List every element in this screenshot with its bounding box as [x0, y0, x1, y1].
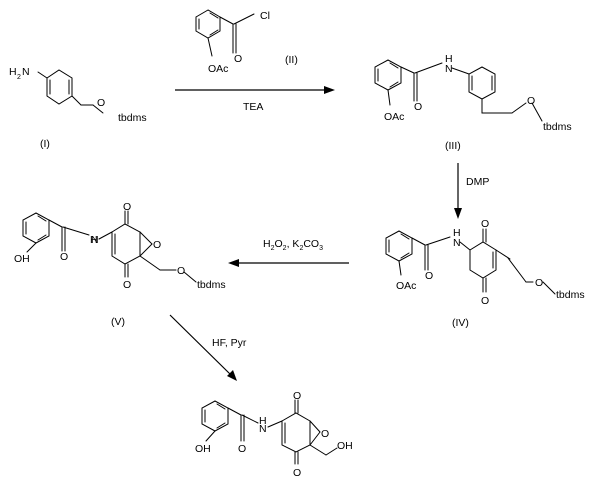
compound-v-amide-h: H: [90, 234, 98, 246]
compound-v-label: (V): [111, 316, 125, 328]
compound-i-oxygen: O: [97, 97, 105, 109]
compound-ii-structure: Cl O OAc (II): [195, 9, 298, 75]
product-ketone-o-bottom: O: [293, 467, 301, 479]
compound-iii-structure: H N O OAc O tbdms (III): [374, 53, 572, 152]
arrow-step-1: TEA: [175, 86, 335, 113]
final-product-structure: H N O OH O O O OH: [195, 390, 353, 479]
compound-ii-acetoxy: OAc: [208, 63, 228, 75]
compound-iii-acetoxy: OAc: [384, 111, 404, 123]
compound-i-structure: H 2 N O tbdms (I): [9, 66, 147, 150]
product-epoxide-o: O: [321, 428, 329, 440]
compound-v-amide-n: N: [91, 234, 99, 246]
compound-iii-carbonyl-o: O: [414, 101, 422, 113]
compound-i-amine-n: N: [22, 66, 30, 78]
compound-v-ketone-o-bottom: O: [123, 279, 131, 291]
compound-v-silyl: tbdms: [197, 279, 226, 291]
compound-v-ketone-o-top: O: [123, 201, 131, 213]
reagent-step-4: HF, Pyr: [212, 337, 247, 349]
compound-v-carbonyl-o: O: [60, 251, 68, 263]
arrow-step-3: H2O2, K2CO3: [228, 238, 349, 267]
compound-iv-amide-n: N: [453, 237, 461, 249]
compound-ii-chloride: Cl: [260, 10, 270, 22]
arrow-step-2: DMP: [454, 163, 489, 219]
reagent-step-3: H2O2, K2CO3: [263, 238, 323, 252]
compound-i-amine-h: H: [9, 66, 17, 78]
compound-iv-quinone-o-top: O: [481, 218, 489, 230]
compound-iv-quinone-o-bottom: O: [481, 295, 489, 307]
product-hydroxy: OH: [195, 443, 211, 455]
product-carbonyl-o: O: [238, 443, 246, 455]
compound-iv-amide-h: H: [453, 227, 461, 239]
compound-iv-structure: H N O OAc O O O tbdms (IV): [385, 218, 585, 329]
compound-iv-acetoxy: OAc: [396, 280, 416, 292]
compound-iii-silyl: tbdms: [543, 121, 572, 133]
product-ketone-o-top: O: [293, 390, 301, 402]
reagent-step-1: TEA: [243, 101, 263, 113]
compound-iii-label: (III): [445, 140, 461, 152]
compound-i-label: (I): [40, 138, 50, 150]
reagent-step-2: DMP: [466, 176, 489, 188]
compound-iv-label: (IV): [452, 317, 469, 329]
compound-iii-amide-h: H: [445, 53, 453, 65]
product-amide-h: H: [259, 415, 267, 427]
compound-v-hydroxy: OH: [14, 253, 30, 265]
compound-i-amine-subscript: 2: [17, 74, 21, 81]
compound-v-structure: H N O OH O O O O tbdms (V): [14, 201, 226, 328]
compound-ii-label: (II): [285, 54, 298, 66]
arrow-step-4: HF, Pyr: [169, 314, 247, 381]
compound-iv-silyl: tbdms: [556, 289, 585, 301]
compound-iv-carbonyl-o: O: [425, 270, 433, 282]
compound-iii-ether-o: O: [527, 95, 535, 107]
compound-iii-amide-n: N: [445, 63, 453, 75]
compound-v-epoxide-o: O: [153, 239, 161, 251]
product-alcohol: OH: [337, 440, 353, 452]
product-amide-n: N: [259, 423, 267, 435]
compound-ii-acyl-oxygen: O: [234, 53, 242, 65]
compound-iv-ether-o: O: [535, 277, 543, 289]
compound-v-ether-o: O: [177, 265, 185, 277]
compound-i-silyl: tbdms: [118, 112, 147, 124]
